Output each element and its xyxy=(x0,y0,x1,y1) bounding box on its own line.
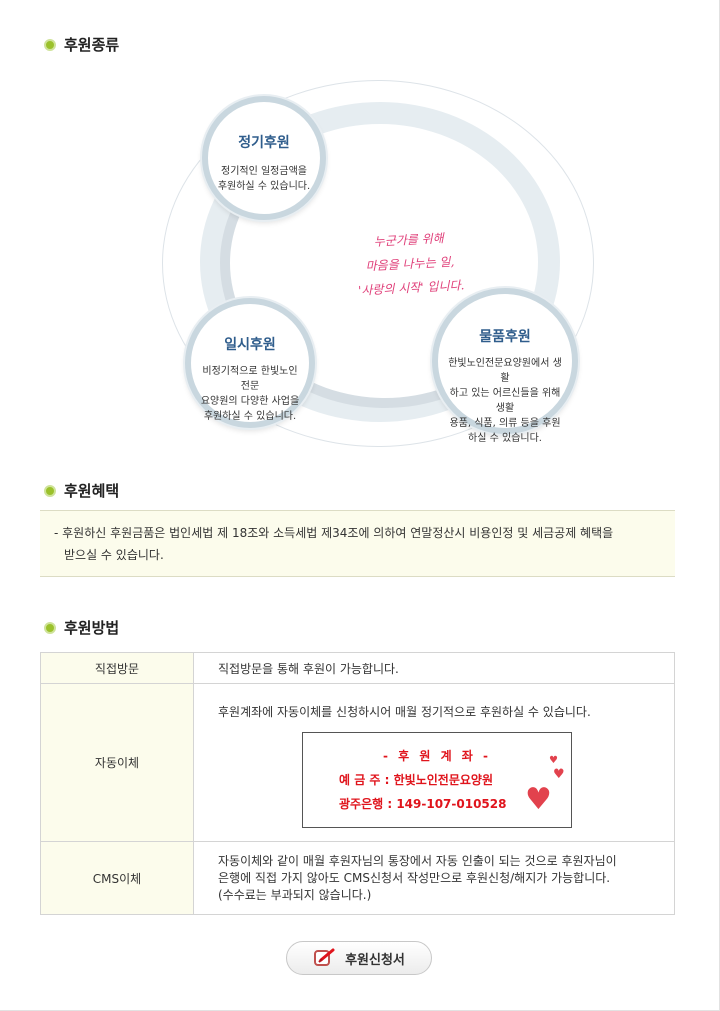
heart-icon: ♥ xyxy=(525,782,552,817)
method-text-transfer: 후원계좌에 자동이체를 신청하시어 매월 정기적으로 후원하실 수 있습니다. xyxy=(218,705,591,719)
account-bank: 광주은행 : 149-107-010528 xyxy=(339,797,507,811)
swirl-ring-inner xyxy=(220,118,550,408)
section-title-benefit: 후원혜택 xyxy=(44,480,119,501)
section-title-types-label: 후원종류 xyxy=(64,36,120,54)
bubble-goods: 물품후원 한빛노인전문요양원에서 생활 하고 있는 어르신들을 위해 생활 용품… xyxy=(432,288,578,444)
benefit-text: - 후원하신 후원금품은 법인세법 제 18조와 소득세법 제34조에 의하여 … xyxy=(54,522,664,566)
method-table: 직접방문 직접방문을 통해 후원이 가능합니다. 자동이체 후원계좌에 자동이체… xyxy=(40,652,675,915)
bubble-desc-line: 후원하실 수 있습니다. xyxy=(203,411,297,422)
benefit-line: - 후원하신 후원금품은 법인세법 제 18조와 소득세법 제34조에 의하여 … xyxy=(54,526,614,540)
bubble-title: 물품후원 xyxy=(479,329,531,345)
green-dot-icon xyxy=(44,484,56,497)
bubble-title: 일시후원 xyxy=(224,337,276,353)
method-label-visit: 직접방문 xyxy=(40,652,194,684)
green-dot-icon xyxy=(44,621,56,634)
section-title-method: 후원방법 xyxy=(44,617,119,638)
bubble-desc-line: 요양원의 다양한 사업을 xyxy=(200,396,300,407)
form-pen-icon xyxy=(313,948,337,968)
cms-line: (수수료는 부과되지 않습니다.) xyxy=(218,887,372,902)
bubble-desc-line: 정기적인 일정금액을 xyxy=(221,166,307,177)
table-row: CMS이체 자동이체와 같이 매월 후원자님의 통장에서 자동 인출이 되는 것… xyxy=(40,841,675,915)
method-label-cms: CMS이체 xyxy=(40,841,194,915)
bubble-onetime: 일시후원 비정기적으로 한빛노인전문 요양원의 다양한 사업을 후원하실 수 있… xyxy=(185,298,315,428)
bubble-desc-line: 한빛노인전문요양원에서 생활 xyxy=(448,358,562,384)
bubble-desc-line: 용품, 식품, 의류 등을 후원 xyxy=(449,418,561,429)
method-label-transfer: 자동이체 xyxy=(40,683,194,842)
method-text-visit: 직접방문을 통해 후원이 가능합니다. xyxy=(193,652,675,684)
bubble-desc: 비정기적으로 한빛노인전문 요양원의 다양한 사업을 후원하실 수 있습니다. xyxy=(191,364,309,424)
cms-line: 자동이체와 같이 매월 후원자님의 통장에서 자동 인출이 되는 것으로 후원자… xyxy=(218,853,617,868)
bubble-desc-line: 하실 수 있습니다. xyxy=(468,433,542,444)
sponsorship-types-diagram: 누군가를 위해 마음을 나누는 일, '사랑의 시작' 입니다. 정기후원 정기… xyxy=(160,78,600,450)
account-box: - 후 원 계 좌 - 예 금 주 : 한빛노인전문요양원 광주은행 : 149… xyxy=(302,732,572,828)
benefit-box: - 후원하신 후원금품은 법인세법 제 18조와 소득세법 제34조에 의하여 … xyxy=(40,510,675,577)
bubble-desc-line: 비정기적으로 한빛노인전문 xyxy=(202,366,298,392)
bubble-desc-line: 하고 있는 어르신들을 위해 생활 xyxy=(449,388,561,414)
method-text-cms: 자동이체와 같이 매월 후원자님의 통장에서 자동 인출이 되는 것으로 후원자… xyxy=(193,841,675,915)
account-holder: 예 금 주 : 한빛노인전문요양원 xyxy=(339,773,493,787)
bubble-desc: 정기적인 일정금액을 후원하실 수 있습니다. xyxy=(208,164,320,194)
apply-form-label: 후원신청서 xyxy=(345,952,405,968)
bubble-title: 정기후원 xyxy=(238,135,290,151)
bubble-desc-line: 후원하실 수 있습니다. xyxy=(217,181,311,192)
apply-form-button[interactable]: 후원신청서 xyxy=(286,941,432,975)
account-title: - 후 원 계 좌 - xyxy=(382,749,491,763)
heart-icon: ♥ xyxy=(549,755,558,766)
green-dot-icon xyxy=(44,38,56,51)
section-title-method-label: 후원방법 xyxy=(64,619,120,637)
slogan: 누군가를 위해 마음을 나누는 일, '사랑의 시작' 입니다. xyxy=(343,225,477,304)
cms-line: 은행에 직접 가지 않아도 CMS신청서 작성만으로 후원신청/해지가 가능합니… xyxy=(218,870,611,885)
method-cell-transfer: 후원계좌에 자동이체를 신청하시어 매월 정기적으로 후원하실 수 있습니다. … xyxy=(193,683,675,842)
table-row: 자동이체 후원계좌에 자동이체를 신청하시어 매월 정기적으로 후원하실 수 있… xyxy=(40,683,675,842)
table-row: 직접방문 직접방문을 통해 후원이 가능합니다. xyxy=(40,652,675,684)
section-title-benefit-label: 후원혜택 xyxy=(64,482,120,500)
bubble-regular: 정기후원 정기적인 일정금액을 후원하실 수 있습니다. xyxy=(202,96,326,220)
bubble-desc: 한빛노인전문요양원에서 생활 하고 있는 어르신들을 위해 생활 용품, 식품,… xyxy=(438,356,572,446)
section-title-types: 후원종류 xyxy=(44,34,119,55)
benefit-line: 받으실 수 있습니다. xyxy=(64,548,164,562)
heart-icon: ♥ xyxy=(553,767,565,782)
